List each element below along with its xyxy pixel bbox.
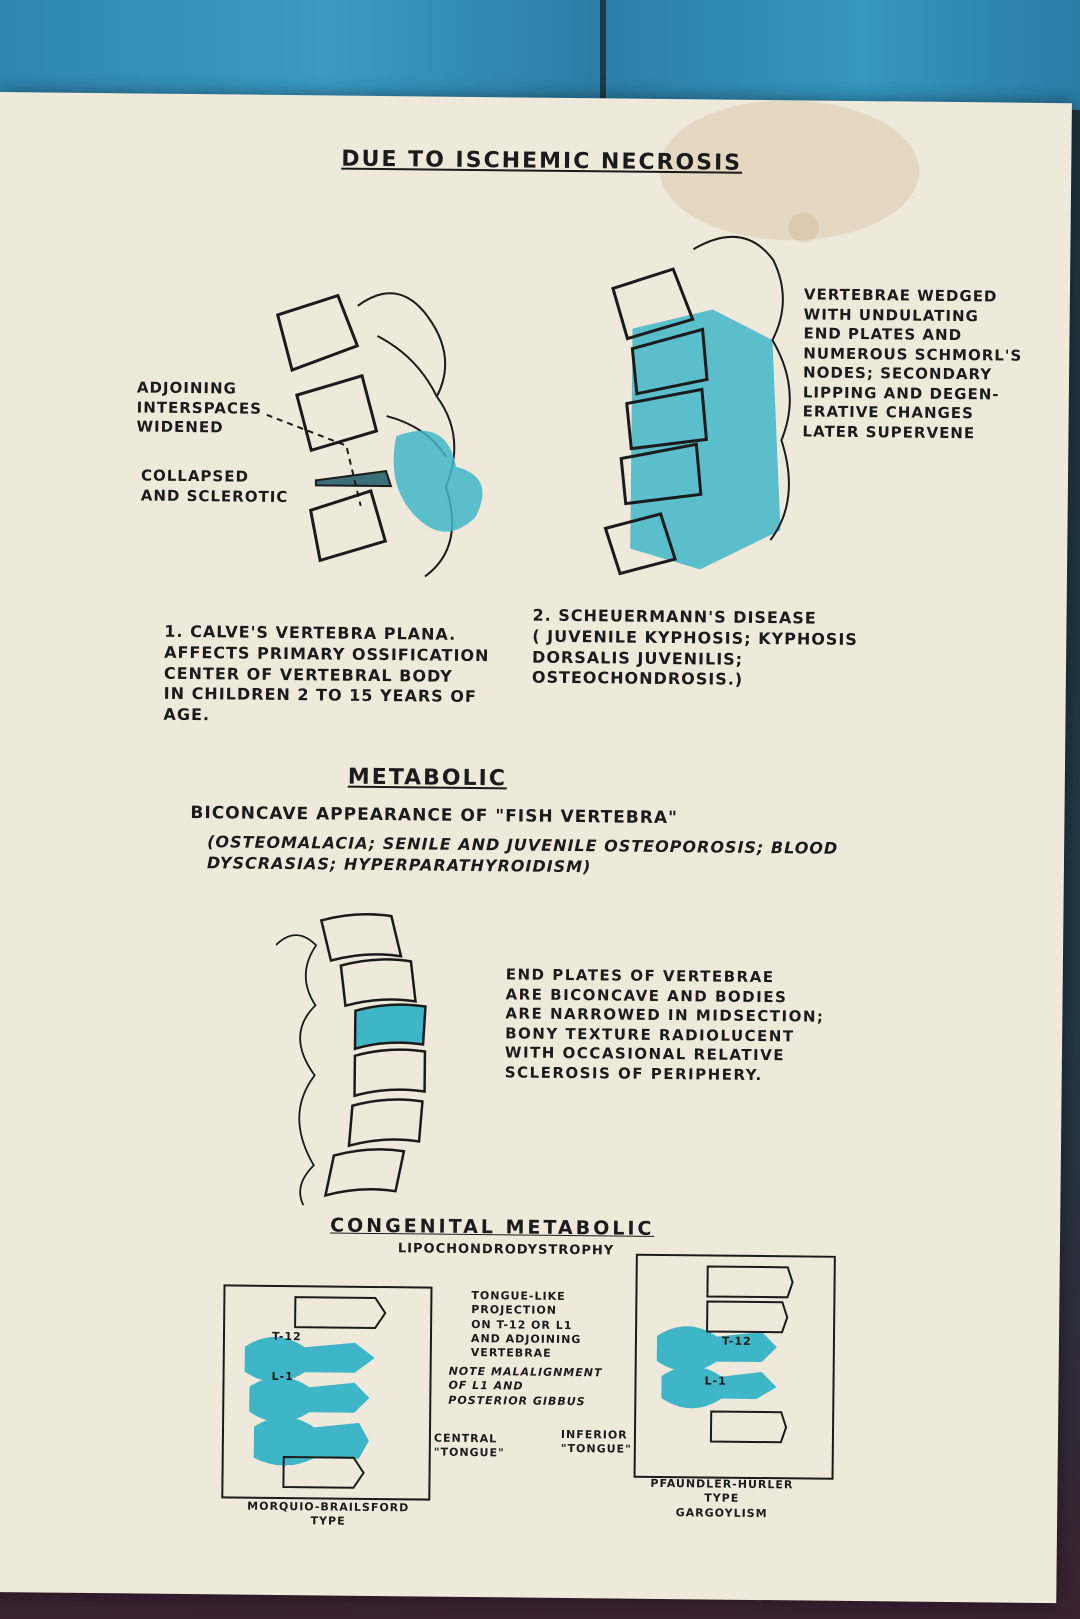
poster-title: DUE TO ISCHEMIC NECROSIS (341, 146, 743, 176)
adjoining-interspaces-label: ADJOINING INTERSPACES WIDENED (136, 378, 263, 437)
calve-caption: 1. CALVE'S VERTEBRA PLANA. AFFECTS PRIMA… (163, 621, 490, 725)
calve-spine-illustration (266, 292, 483, 578)
scheuermann-spine-illustration (603, 235, 791, 576)
morquio-frame (221, 1284, 433, 1501)
scheuermann-caption: 2. SCHEUERMANN'S DISEASE ( JUVENILE KYPH… (531, 605, 858, 690)
biconcave-description: END PLATES OF VERTEBRAE ARE BICONCAVE AN… (504, 965, 825, 1084)
fish-vertebra-line: BICONCAVE APPEARANCE OF "FISH VERTEBRA" (190, 803, 679, 829)
plank-gap (600, 0, 606, 110)
hurler-frame (633, 1253, 836, 1480)
blue-wooden-wall (0, 0, 1080, 110)
tongue-projection-label: TONGUE-LIKE PROJECTION ON T-12 OR L1 AND… (470, 1289, 582, 1361)
malalignment-note: NOTE MALALIGNMENT OF L1 AND POSTERIOR GI… (448, 1364, 603, 1408)
central-tongue-label: CENTRAL "TONGUE" (433, 1431, 505, 1460)
metabolic-causes: (OSTEOMALACIA; SENILE AND JUVENILE OSTEO… (206, 832, 839, 877)
inferior-tongue-label: INFERIOR "TONGUE" (560, 1427, 632, 1456)
hurler-spine-illustration (656, 1265, 794, 1444)
t12-label-left: T-12 (271, 1329, 302, 1344)
l1-label-right: L-1 (704, 1374, 727, 1388)
lipochondrodystrophy-subheading: LIPOCHONDRODYSTROPHY (397, 1241, 615, 1259)
morquio-type-caption: MORQUIO-BRAILSFORD TYPE (247, 1499, 410, 1528)
fish-vertebra-illustration (275, 912, 427, 1206)
congenital-heading: CONGENITAL METABOLIC (330, 1214, 655, 1240)
wedged-description: VERTEBRAE WEDGED WITH UNDULATING END PLA… (802, 285, 1023, 442)
l1-label-left: L-1 (271, 1369, 294, 1384)
collapsed-sclerotic-label: COLLAPSED AND SCLEROTIC (140, 466, 289, 506)
medical-poster: DUE TO ISCHEMIC NECROSIS ADJOINING INTER… (0, 92, 1072, 1604)
hurler-type-caption: PFAUNDLER-HURLER TYPE GARGOYLISM (650, 1476, 794, 1520)
t12-label-right: T-12 (721, 1334, 752, 1348)
morquio-spine-illustration (244, 1296, 387, 1489)
metabolic-heading: METABOLIC (347, 764, 508, 792)
